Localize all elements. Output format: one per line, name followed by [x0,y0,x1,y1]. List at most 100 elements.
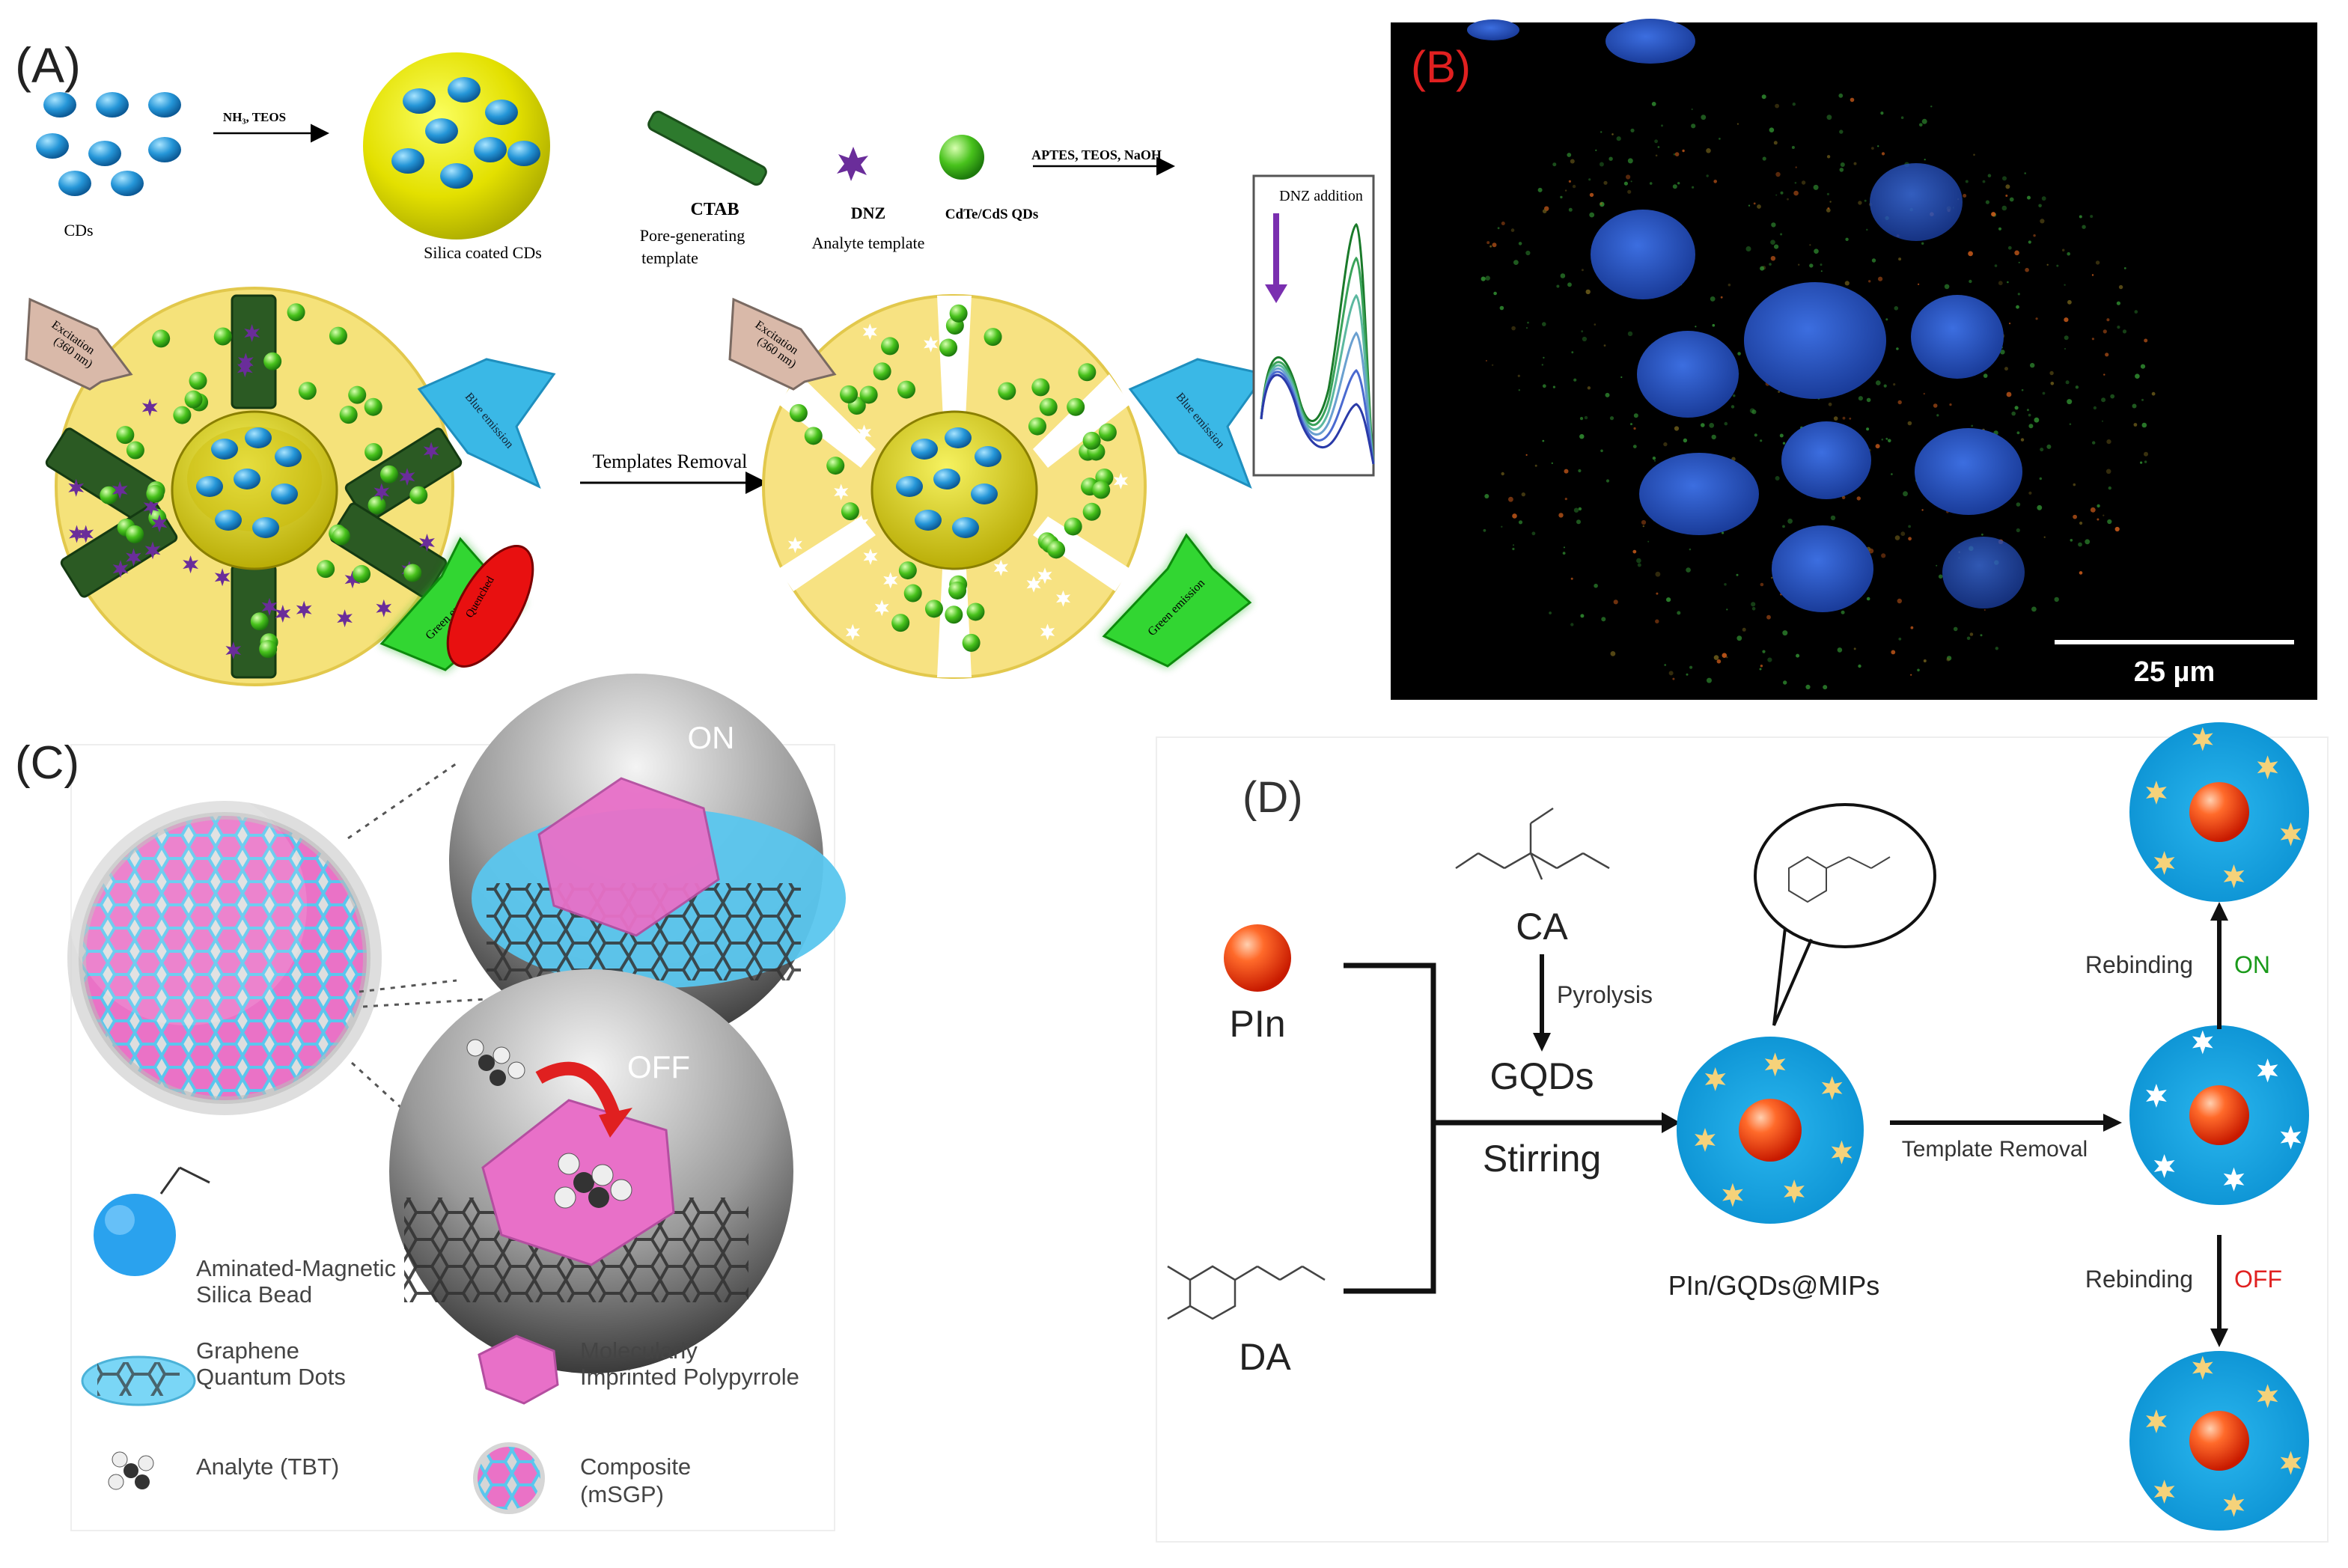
qd-dot [966,603,985,621]
step2-reagents: APTES, TEOS, NaOH [1031,147,1162,162]
template-star [2146,781,2167,805]
imprint-cavity [874,600,889,617]
qd-dot [1039,397,1058,416]
dnz-star [126,548,141,567]
excitation-arrow-right: Excitation (360 nm) [728,297,837,391]
svg-text:Molecularly: Molecularly [580,1337,698,1364]
qd-dot [329,326,347,345]
template-star [2280,822,2302,846]
qd-dot [891,614,910,632]
template-star [2223,1492,2245,1517]
qd-dot [409,486,428,504]
svg-text:Composite: Composite [580,1453,691,1480]
qd-dot [368,495,386,514]
imprint-cavity [863,548,878,565]
cavity-star [2146,1084,2167,1108]
imprint-cavity [1113,472,1128,489]
template-star [2153,851,2175,875]
qd-dot [152,329,171,348]
qd-dot [263,352,282,370]
panel-a-label: (A) [15,37,81,93]
qd-dot [379,465,398,483]
cavity-star [2223,1167,2245,1192]
svg-text:Analyte (TBT): Analyte (TBT) [196,1453,339,1480]
dnz-star [69,525,85,543]
legend-composite: Composite (mSGP) [473,1442,691,1514]
imprint-cavity [799,563,814,580]
qd-dot [287,303,305,322]
qd-dot [1082,502,1101,521]
cavity-star [2280,1125,2302,1150]
template-star [1722,1183,1743,1207]
particle-off-bottom [2129,1351,2309,1531]
spectra-inset: DNZ addition [1252,174,1375,477]
imprint-cavity [845,623,860,641]
qd-dot [332,527,350,546]
dnz-star [112,481,128,499]
qd-dot [364,397,382,416]
imprint-cavity [787,537,802,554]
dnz-star [112,560,129,579]
da-structure [1167,1265,1326,1320]
dnz-star [275,605,291,623]
quencher-ellipse [446,545,534,668]
qd-dot [126,441,144,460]
dnz-star [376,599,392,617]
legend-gqd: Graphene Quantum Dots [81,1337,346,1406]
qd-dot [998,382,1016,400]
silica-coated-cds-sphere [363,52,550,240]
ctab-desc-line2: template [641,248,698,267]
qd-dot [348,385,367,404]
dnz-star [144,541,161,560]
qd-dot [189,371,207,390]
dnz-star [423,442,439,460]
legend-aminated-bead: Aminated-Magnetic Silica Bead [94,1166,396,1308]
dnz-star [244,324,260,342]
qd-dot [939,338,958,357]
pyrolysis-label: Pyrolysis [1557,981,1653,1008]
scale-bar-label: 25 µm [2134,656,2216,688]
qd-dot [898,561,917,580]
imprint-zoom-bubble [1754,803,1936,1026]
dnz-star [143,498,159,516]
gqds-label: GQDs [1490,1055,1594,1097]
qd-dot [317,560,335,579]
step1-reagents: NH₃, TEOS [223,110,286,124]
pin-sphere [1224,924,1291,992]
dnz-desc: Analyte template [812,234,925,252]
qds-label: CdTe/CdS QDs [945,207,1038,222]
qd-dot [1047,540,1066,559]
panel-d: (D) PIn DA CA Pyrolysis GQDs [1156,722,2329,1543]
zoom-on: ON [449,674,846,1048]
dnz-addition-label: DNZ addition [1279,188,1363,204]
dnz-star [237,359,253,378]
panel-b: 25 µm (B) [1391,19,2317,700]
template-star [2257,1384,2278,1409]
pin-label: PIn [1229,1003,1285,1045]
dnz-star [419,534,435,552]
fluorescence-specks [1481,93,2156,690]
imprint-cavity [883,572,898,589]
blue-emission-chevron-left: Blue emission [417,358,556,489]
cavity-star [2257,1058,2278,1083]
svg-text:Silica Bead: Silica Bead [196,1281,312,1308]
cell-nuclei [1467,19,2025,612]
panel-d-label: (D) [1242,773,1303,822]
imprint-cavity [854,515,869,531]
dnz-star [399,468,415,486]
dnz-star-icon [837,147,868,181]
qd-dot [298,382,317,400]
ca-structure [1455,807,1610,880]
cds-dots [36,92,181,196]
cavity-star [2153,1154,2175,1178]
cavity-star [2192,1030,2213,1055]
template-star [2257,755,2278,780]
dnz-star [141,398,158,417]
qd-dot [859,385,878,404]
qd-dot [126,525,144,543]
product-label: PIn/GQDs@MIPs [1668,1270,1880,1301]
qd-dot [365,442,383,461]
imprint-cavity [1037,567,1052,585]
qd-dot [945,605,963,624]
